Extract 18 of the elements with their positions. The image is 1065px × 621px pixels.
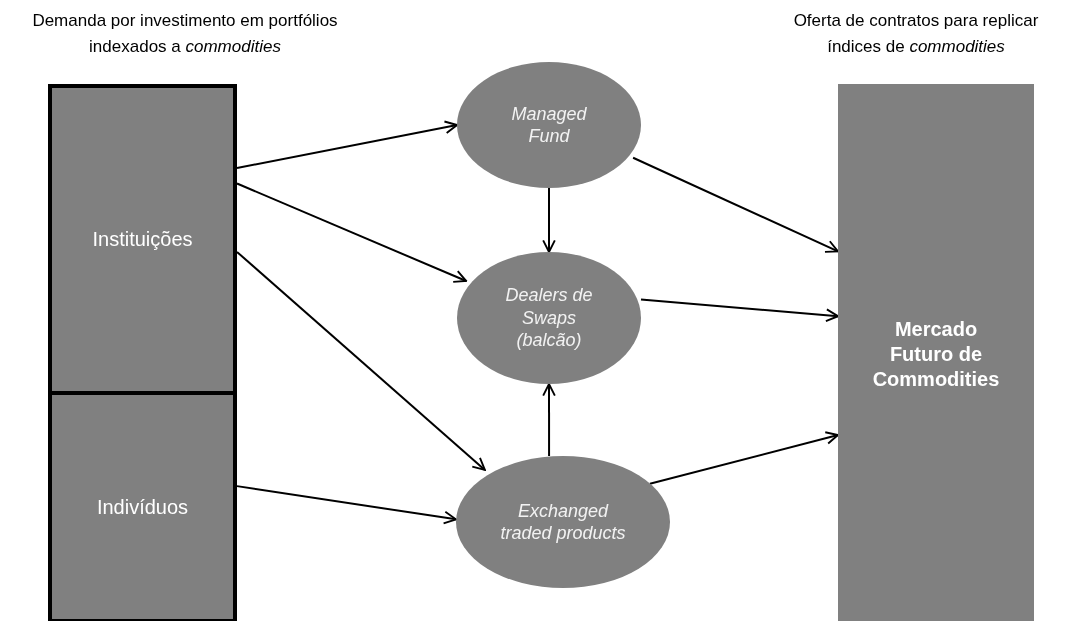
arrow bbox=[236, 182, 468, 283]
node-label: Mercado Futuro de Commodities bbox=[871, 316, 1001, 392]
column-heading: Oferta de contratos para replicar índices de commodities bbox=[792, 10, 1040, 58]
arrow bbox=[640, 298, 839, 322]
arrow bbox=[542, 187, 556, 253]
market-box bbox=[838, 84, 1034, 621]
arrow bbox=[236, 250, 486, 471]
arrow bbox=[236, 120, 458, 169]
node-label: Instituições bbox=[91, 227, 194, 252]
arrow bbox=[542, 383, 556, 457]
node-label: Exchanged traded products bbox=[499, 499, 627, 545]
arrow bbox=[632, 156, 839, 253]
node-label: Dealers de Swaps (balcão) bbox=[504, 284, 594, 352]
arrow bbox=[648, 431, 839, 485]
column-heading: Demanda por investimento em portfólios indexados a commodities bbox=[31, 10, 339, 58]
node-label: Managed Fund bbox=[510, 102, 588, 148]
arrow bbox=[236, 485, 457, 525]
node-label: Indivíduos bbox=[95, 494, 190, 520]
